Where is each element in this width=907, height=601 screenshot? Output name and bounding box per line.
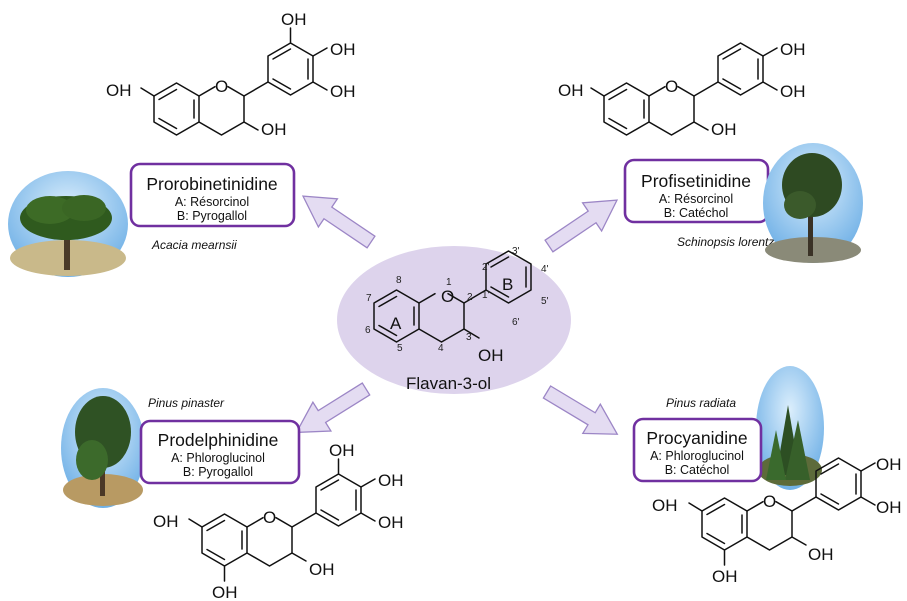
position-3-prime: 3' [512, 246, 520, 257]
position-3: 3 [466, 332, 472, 343]
profis-oh-7: OH [558, 81, 584, 100]
position-7: 7 [366, 293, 372, 304]
procyanidine-ring-b: B: Catéchol [665, 463, 730, 477]
position-2: 2 [467, 292, 473, 303]
prorob-o: O [215, 77, 228, 96]
species-pinus-radiata: Pinus radiata [666, 396, 736, 410]
procyanidine-ring-a: A: Phloroglucinol [650, 449, 744, 463]
position-5-prime: 5' [541, 296, 549, 307]
procyanidine-title: Procyanidine [646, 428, 747, 448]
position-6-prime: 6' [512, 317, 520, 328]
prodel-oh-3: OH [309, 560, 335, 579]
prodel-oh-3p: OH [329, 441, 355, 460]
position-5: 5 [397, 343, 403, 354]
arrow-to-prorobinetinidine [301, 195, 376, 249]
procy-oh-3p: OH [876, 455, 902, 474]
prodelphinidine-structure: OH O OH OH OH OH OH [153, 441, 404, 601]
arrow-to-prodelphinidine [295, 382, 371, 434]
center-ring-b-label: B [502, 275, 513, 294]
procyanidine-box [632, 417, 763, 483]
position-4: 4 [438, 343, 444, 354]
arrow-to-profisetinidine [544, 199, 619, 253]
tree-photo-acacia [8, 171, 128, 277]
prorob-oh-3: OH [261, 120, 287, 139]
profis-oh-3p: OH [780, 40, 806, 59]
procy-oh-5: OH [712, 567, 738, 586]
prorobinetinidine-ring-b: B: Pyrogallol [177, 209, 247, 223]
prodel-oh-4p: OH [378, 471, 404, 490]
procy-oh-4p: OH [876, 498, 902, 517]
center-ring-b [485, 250, 532, 304]
prodelphinidine-ring-a: A: Phloroglucinol [171, 451, 265, 465]
profisetinidine-title: Profisetinidine [641, 171, 751, 191]
position-4-prime: 4' [541, 264, 549, 275]
prodelphinidine-title: Prodelphinidine [158, 430, 279, 450]
species-pinus-pinaster: Pinus pinaster [148, 396, 225, 410]
prorobinetinidine-structure: OH O OH OH OH OH [106, 10, 356, 139]
profisetinidine-structure: OH O OH OH OH [558, 40, 806, 139]
position-1: 1 [446, 277, 452, 288]
procyanidine-structure: OH O OH OH OH OH [652, 455, 902, 586]
prodel-o: O [263, 508, 276, 527]
prorobinetinidine-ring-a: A: Résorcinol [175, 195, 249, 209]
prorob-oh-5p: OH [330, 82, 356, 101]
center-ring-a [373, 289, 487, 343]
position-2-prime: 2' [482, 262, 490, 273]
arrow-to-procyanidine [542, 385, 619, 435]
prorobinetinidine-title: Prorobinetinidine [146, 174, 277, 194]
profis-o: O [665, 77, 678, 96]
prodel-oh-5: OH [212, 583, 238, 601]
position-8: 8 [396, 275, 402, 286]
procy-oh-7: OH [652, 496, 678, 515]
profis-oh-4p: OH [780, 82, 806, 101]
species-acacia-mearnsii: Acacia mearnsii [151, 238, 237, 252]
center-flavan-3-ol: O OH A B 1 2 3 4 5 6 7 8 1' 2' 3' 4' 5' … [337, 246, 571, 394]
prorob-oh-7: OH [106, 81, 132, 100]
profisetinidine-ring-a: A: Résorcinol [659, 192, 733, 206]
tree-photo-schinopsis [763, 143, 863, 263]
tree-photo-pinus-pinaster [61, 388, 145, 508]
center-ellipse [337, 246, 571, 394]
center-oh-label: OH [478, 346, 504, 365]
profis-oh-3: OH [711, 120, 737, 139]
prodel-oh-5p: OH [378, 513, 404, 532]
prodelphinidine-box [139, 419, 301, 485]
species-schinopsis-lorentzii: Schinopsis lorentzii [677, 235, 780, 249]
prorob-oh-4p: OH [330, 40, 356, 59]
procy-oh-3: OH [808, 545, 834, 564]
tree-photo-pinus-radiata [756, 366, 824, 490]
prodel-oh-7: OH [153, 512, 179, 531]
center-ring-a-label: A [390, 314, 402, 333]
procy-o: O [763, 492, 776, 511]
position-1-prime: 1' [482, 290, 490, 301]
center-title: Flavan-3-ol [406, 374, 491, 393]
position-6: 6 [365, 325, 371, 336]
prorobinetinidine-box [129, 162, 296, 228]
profisetinidine-ring-b: B: Catéchol [664, 206, 729, 220]
center-oxygen-label: O [441, 287, 454, 306]
prorob-oh-3p: OH [281, 10, 307, 29]
prodelphinidine-ring-b: B: Pyrogallol [183, 465, 253, 479]
